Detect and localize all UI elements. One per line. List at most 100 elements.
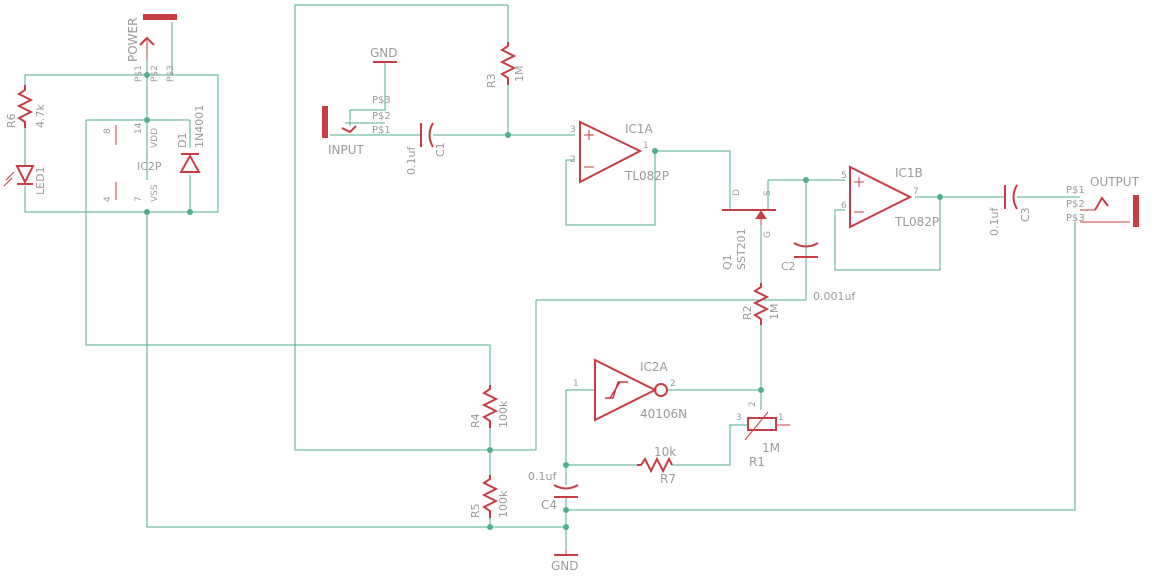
wire-feedback-loop bbox=[294, 4, 807, 451]
d1-value: 1N4001 bbox=[193, 105, 206, 148]
ic1a-pin-1: 1 bbox=[643, 141, 649, 151]
ic1a-pin-2: 2 bbox=[570, 155, 576, 165]
junction bbox=[505, 132, 511, 138]
ic1a-symbol bbox=[579, 120, 643, 184]
q1-s-label: S bbox=[763, 190, 773, 196]
input-jack-body bbox=[322, 106, 328, 138]
r5-symbol bbox=[481, 475, 499, 518]
junction bbox=[652, 148, 658, 154]
ic2a-hysteresis-2 bbox=[609, 381, 621, 399]
output-jack-arrow bbox=[1094, 196, 1109, 211]
junction bbox=[563, 507, 569, 513]
r1-wiper-arrow bbox=[744, 411, 769, 441]
c2-name: C2 bbox=[781, 260, 796, 273]
r7-value: 10k bbox=[654, 445, 676, 459]
r4-symbol bbox=[481, 385, 499, 428]
r1-pin-1: 1 bbox=[778, 413, 784, 423]
r1-pin-3: 3 bbox=[736, 413, 742, 423]
wire-gnd-input bbox=[349, 62, 386, 126]
c3-plate-2 bbox=[1012, 184, 1018, 210]
d1-name: D1 bbox=[176, 133, 189, 148]
q1-name: Q1 bbox=[721, 254, 734, 270]
wire-power-loop bbox=[24, 74, 219, 213]
wire-ic2a-in bbox=[565, 389, 595, 485]
ic1a-part: TL082P bbox=[624, 169, 669, 183]
input-jack-pin-1: P$1 bbox=[372, 125, 391, 136]
c1-value: 0.1uf bbox=[405, 146, 418, 175]
r1-name: R1 bbox=[749, 455, 765, 469]
power-jack-pin-3: P$3 bbox=[166, 65, 176, 82]
ic1b-part: TL082P bbox=[894, 215, 939, 229]
wire-source-ic1b bbox=[767, 179, 845, 210]
wires bbox=[24, 4, 1080, 550]
junction bbox=[187, 209, 193, 215]
q1-arrow bbox=[755, 210, 767, 219]
junction bbox=[487, 524, 493, 530]
led1-ray-2 bbox=[3, 177, 13, 187]
junction bbox=[758, 387, 764, 393]
ic2a-bubble bbox=[654, 383, 668, 397]
c3-name: C3 bbox=[1019, 207, 1032, 222]
ic2p-name: IC2P bbox=[137, 160, 162, 173]
junction bbox=[937, 194, 943, 200]
wire-ic1a-feedback bbox=[565, 151, 656, 226]
ic2p-pin-14-label: 14 bbox=[134, 122, 144, 134]
r6-symbol bbox=[16, 85, 34, 128]
wire-ic1b-feedback bbox=[834, 197, 941, 271]
junction bbox=[144, 117, 150, 123]
c2-plate-2 bbox=[793, 242, 819, 248]
d1-symbol bbox=[179, 153, 201, 173]
c3-value: 0.1uf bbox=[988, 207, 1001, 236]
c4-name: C4 bbox=[541, 498, 557, 512]
ic2p-pin-8-label: 8 bbox=[103, 128, 113, 134]
ic1b-pin-6: 6 bbox=[841, 201, 847, 211]
c4-value: 0.1uf bbox=[528, 470, 557, 483]
output-jack-label: OUTPUT bbox=[1090, 175, 1140, 189]
wire-ground-bus bbox=[146, 210, 566, 528]
junction bbox=[563, 462, 569, 468]
input-jack-pin-3: P$3 bbox=[372, 95, 391, 106]
wire-bias-top bbox=[85, 120, 491, 385]
junction bbox=[487, 447, 493, 453]
q1-part: SST201 bbox=[735, 228, 748, 270]
r4-name: R4 bbox=[469, 413, 482, 428]
ic1b-pin-5: 5 bbox=[841, 171, 847, 181]
c2-value: 0.001uf bbox=[813, 290, 856, 303]
ic1a-pin-3: 3 bbox=[570, 125, 576, 135]
led1-symbol bbox=[15, 165, 35, 185]
ic2a-name: IC2A bbox=[640, 360, 669, 374]
input-jack-pin-2: P$2 bbox=[372, 111, 391, 122]
junction bbox=[144, 72, 150, 78]
junction bbox=[563, 524, 569, 530]
r2-value: 1M bbox=[768, 304, 781, 321]
input-jack-label: INPUT bbox=[328, 143, 365, 157]
r3-name: R3 bbox=[485, 73, 498, 88]
r6-value: 4.7k bbox=[34, 104, 47, 128]
c1-name: C1 bbox=[434, 142, 447, 157]
q1-g-label: G bbox=[763, 231, 773, 238]
r3-value: 1M bbox=[513, 66, 526, 83]
ic2a-pin-1: 1 bbox=[573, 379, 579, 389]
junction bbox=[144, 209, 150, 215]
r1-value: 1M bbox=[762, 441, 780, 455]
ic1b-name: IC1B bbox=[895, 166, 923, 180]
led1-ray-1 bbox=[5, 171, 15, 181]
output-jack-pin-3: P$3 bbox=[1066, 213, 1085, 224]
wire-output-ground bbox=[566, 222, 1076, 511]
ic1b-symbol bbox=[849, 165, 913, 229]
ic2p-vss-label: VSS bbox=[150, 184, 160, 202]
r5-name: R5 bbox=[469, 503, 482, 518]
r2-symbol bbox=[752, 283, 770, 325]
r1-pin-2: 2 bbox=[748, 401, 758, 407]
r5-value: 100k bbox=[497, 490, 510, 518]
ic1b-pin-7: 7 bbox=[913, 187, 919, 197]
wire-r1-r7 bbox=[672, 424, 748, 466]
ic2a-hysteresis bbox=[605, 381, 628, 399]
r1-symbol bbox=[747, 417, 777, 431]
output-jack-pin-1: P$1 bbox=[1066, 185, 1085, 196]
ic2a-symbol bbox=[594, 358, 658, 422]
wire-ic1a-out bbox=[655, 150, 731, 210]
ic2p-pin-4-label: 4 bbox=[103, 196, 113, 202]
